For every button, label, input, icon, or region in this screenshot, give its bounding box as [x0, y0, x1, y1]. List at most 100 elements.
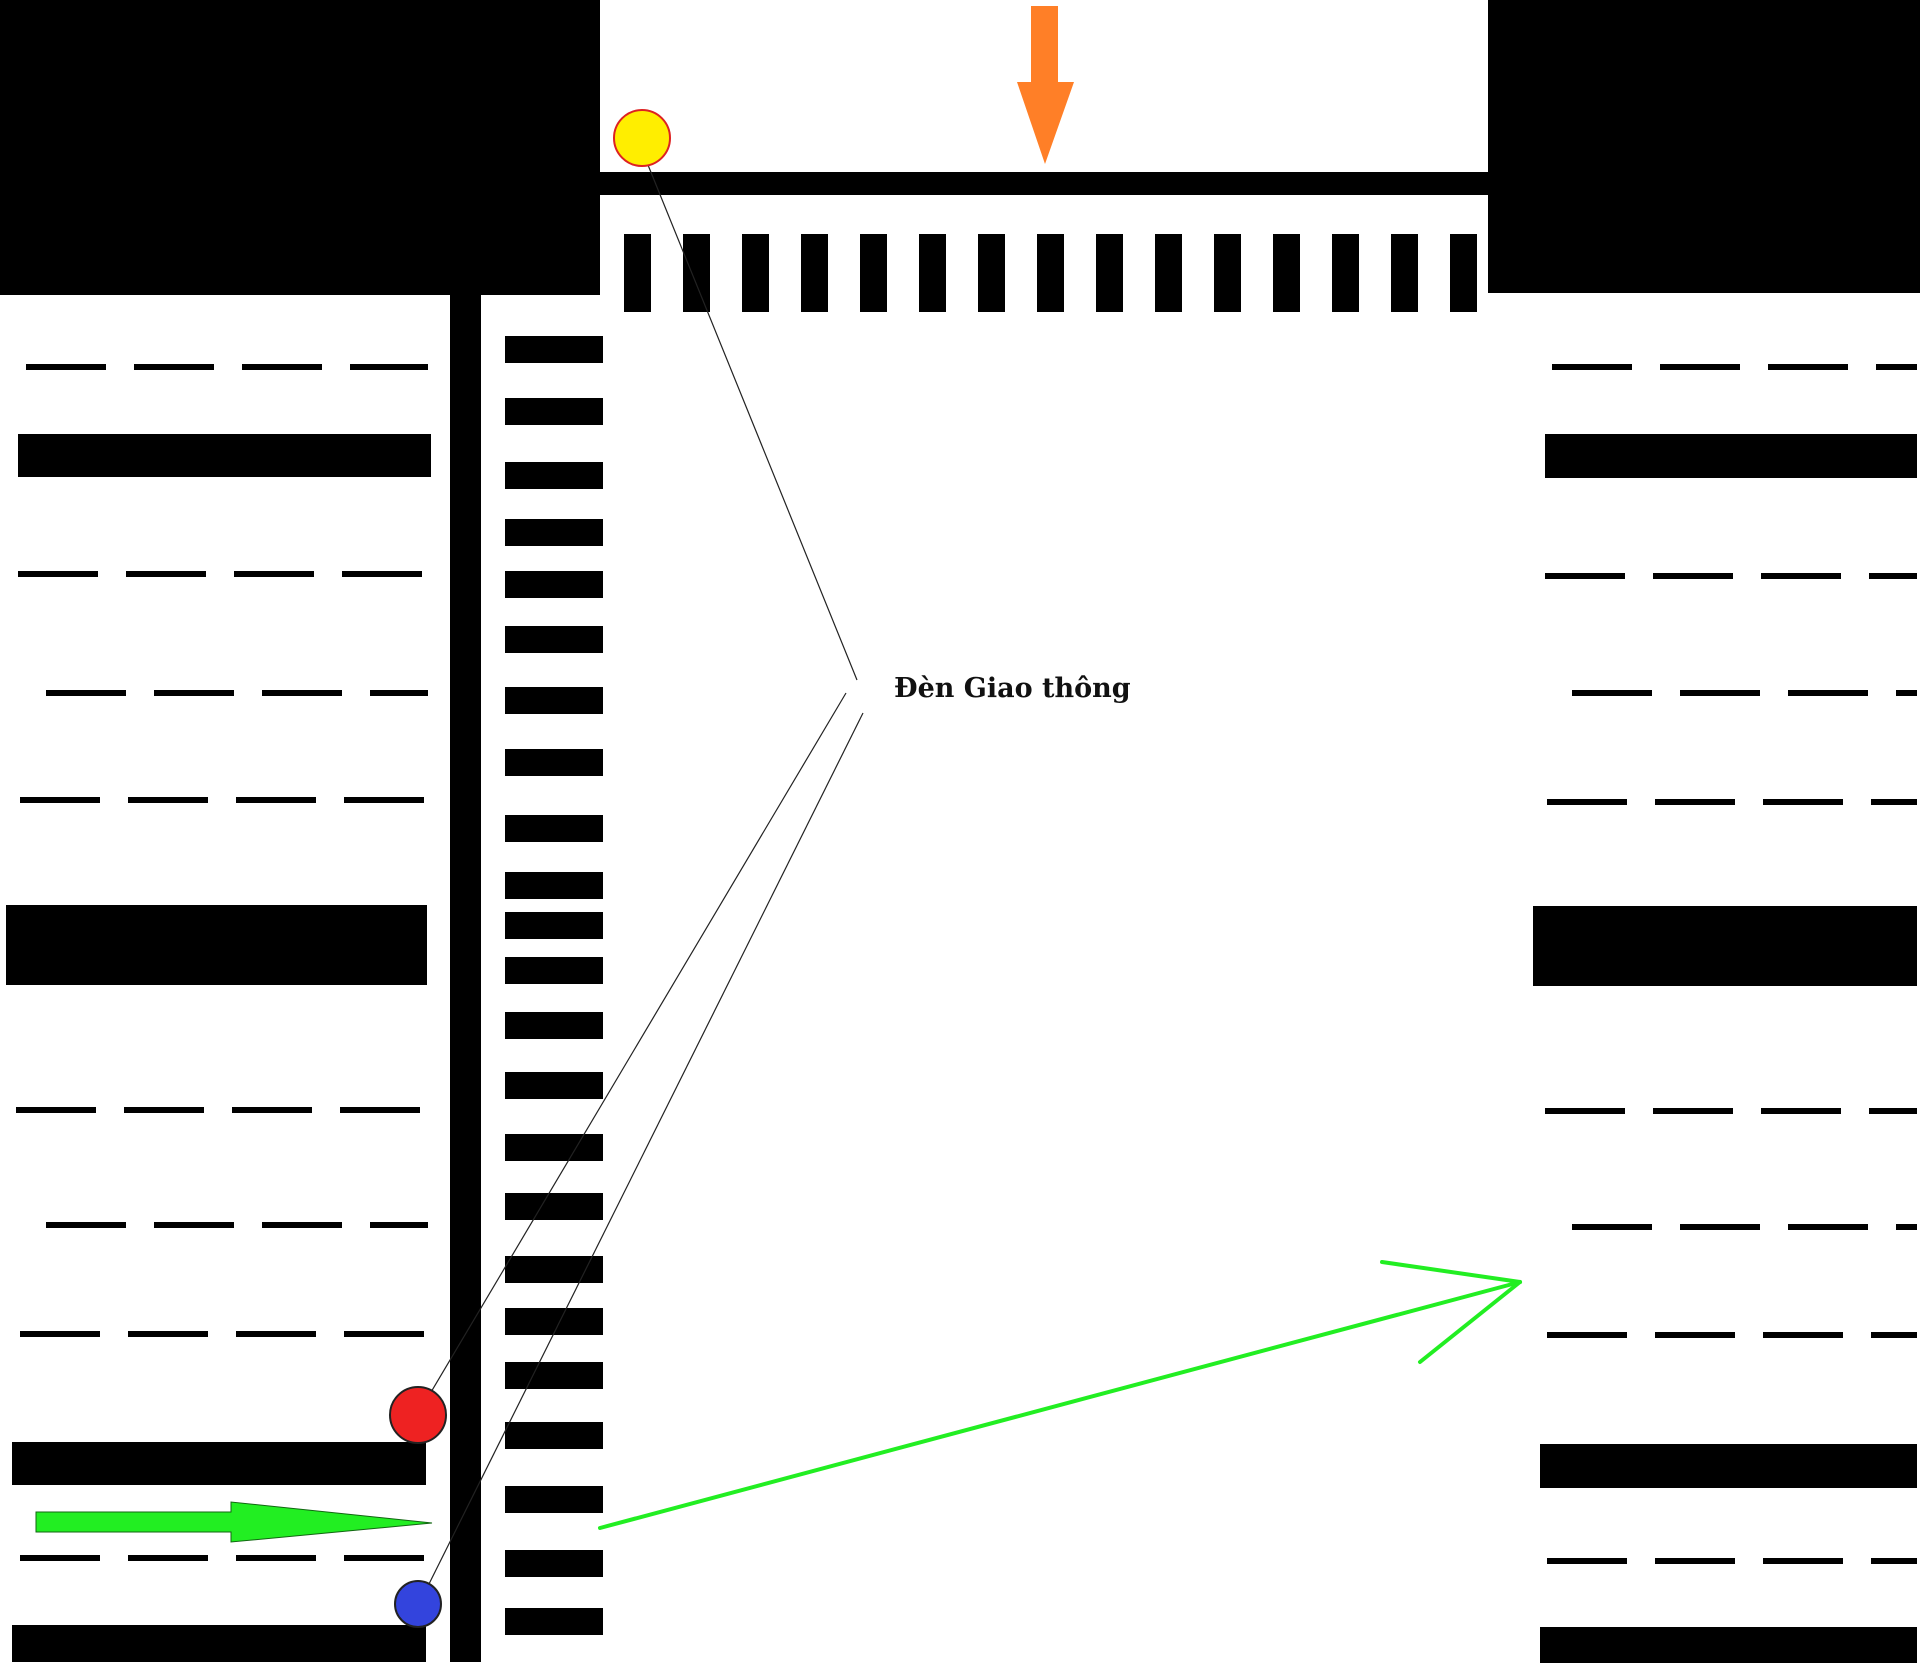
crosswalk-top-stripe: [1332, 234, 1359, 312]
left-lane-dash: [236, 797, 316, 803]
crosswalk-top-stripe: [1096, 234, 1123, 312]
traffic-light-red: [389, 1386, 447, 1444]
leader-line-blue: [419, 712, 864, 1603]
crosswalk-top-stripe: [742, 234, 769, 312]
left-lane-dash: [128, 1331, 208, 1337]
left-lane-dash: [344, 1555, 424, 1561]
left-lane-dash: [126, 571, 206, 577]
left-dashes: [16, 364, 428, 1561]
crosswalk-left-stripe: [505, 1012, 603, 1039]
right-solid-lane-bar: [1545, 434, 1917, 478]
crosswalk-left-stripe: [505, 1256, 603, 1283]
crosswalk-top-stripe: [1450, 234, 1477, 312]
crosswalk-left-stripe: [505, 398, 603, 425]
corner-block-top-right: [1488, 0, 1920, 293]
left-lane-dash: [20, 1555, 100, 1561]
right-lane-dash: [1869, 1108, 1917, 1114]
right-lane-dash: [1763, 1332, 1843, 1338]
crosswalk-top-stripe: [624, 234, 651, 312]
crosswalk-top-stripe: [978, 234, 1005, 312]
corner-blocks: [0, 0, 1920, 295]
right-lane-dash: [1680, 690, 1760, 696]
left-lane-dash: [20, 797, 100, 803]
right-lane-dash: [1655, 1332, 1735, 1338]
right-lane-dash: [1761, 1108, 1841, 1114]
diagonal-arrow-icon: [598, 1260, 1522, 1530]
traffic-light-blue: [394, 1580, 442, 1628]
crosswalk-left-stripe: [505, 1422, 603, 1449]
left-lane-dash: [128, 1555, 208, 1561]
left-lane-dash: [262, 1222, 342, 1228]
right-lane-dash: [1761, 573, 1841, 579]
right-lane-dash: [1876, 364, 1917, 370]
left-lane-dash: [26, 364, 106, 370]
right-lane-dash: [1653, 1108, 1733, 1114]
left-lane-dash: [340, 1107, 420, 1113]
crosswalk-top-stripe: [860, 234, 887, 312]
crosswalk-left-stripe: [505, 1486, 603, 1513]
left-lane-dash: [344, 1331, 424, 1337]
left-solid-lane-bar: [12, 1442, 426, 1485]
right-lane-dash: [1545, 1108, 1625, 1114]
corner-block-top-left: [0, 0, 600, 295]
crosswalk-top: [624, 234, 1477, 312]
right-lane-dash: [1572, 690, 1652, 696]
leader-line-yellow: [647, 164, 858, 681]
traffic-lights: [389, 109, 671, 1628]
crosswalk-left-stripe: [505, 626, 603, 653]
crosswalk-left-stripe: [505, 462, 603, 489]
traffic-light-label: Đèn Giao thông: [894, 673, 1131, 704]
leader-line-red: [417, 692, 847, 1415]
diagonal-arrow-head-upper: [1380, 1260, 1522, 1284]
right-solid-lane-bar: [1540, 1627, 1917, 1663]
right-lane-dash: [1655, 1558, 1735, 1564]
left-lane-dash: [134, 364, 214, 370]
crosswalk-left-stripe: [505, 957, 603, 984]
eastbound-arrow-icon: [35, 1501, 433, 1543]
crosswalk-left-stripe: [505, 1362, 603, 1389]
crosswalk-left-stripe: [505, 519, 603, 546]
crosswalk-left-stripe: [505, 912, 603, 939]
right-lane-dash: [1680, 1224, 1760, 1230]
right-lane-dash: [1896, 690, 1917, 696]
right-solid-lane-bar: [1533, 906, 1917, 986]
right-lane-dash: [1763, 1558, 1843, 1564]
crosswalk-top-stripe: [1037, 234, 1064, 312]
left-lane-dash: [154, 1222, 234, 1228]
left-lane-dash: [46, 1222, 126, 1228]
crosswalk-left-stripe: [505, 1134, 603, 1161]
crosswalk-left-stripe: [505, 1608, 603, 1635]
left-lane-dash: [232, 1107, 312, 1113]
left-lane-dash: [18, 571, 98, 577]
right-lane-markings: [1533, 364, 1917, 1663]
crosswalk-top-stripe: [683, 234, 710, 312]
crosswalk-top-stripe: [1391, 234, 1418, 312]
right-lane-dash: [1572, 1224, 1652, 1230]
crosswalk-left-stripe: [505, 872, 603, 899]
right-solid-lane-bar: [1540, 1444, 1917, 1488]
crosswalk-top-stripe: [919, 234, 946, 312]
crosswalk-left-stripe: [505, 749, 603, 776]
right-lane-dash: [1788, 1224, 1868, 1230]
left-lane-dash: [344, 797, 424, 803]
crosswalk-left-stripe: [505, 687, 603, 714]
stop-line: [600, 172, 1488, 195]
right-lane-dash: [1871, 1332, 1917, 1338]
traffic-light-yellow: [613, 109, 671, 167]
left-lane-dash: [124, 1107, 204, 1113]
diagonal-arrow-shaft: [598, 1280, 1522, 1530]
crosswalk-top-stripe: [801, 234, 828, 312]
right-lane-dash: [1896, 1224, 1917, 1230]
left-lane-dash: [16, 1107, 96, 1113]
right-lane-dash: [1545, 573, 1625, 579]
annotation-leader-lines: [417, 164, 864, 1603]
right-lane-dash: [1869, 573, 1917, 579]
left-lane-dash: [370, 1222, 428, 1228]
right-lane-dash: [1660, 364, 1740, 370]
left-lane-dash: [242, 364, 322, 370]
crosswalk-top-stripe: [1273, 234, 1300, 312]
left-lane-dash: [262, 690, 342, 696]
right-dashes: [1545, 364, 1917, 1564]
right-lane-dash: [1655, 799, 1735, 805]
